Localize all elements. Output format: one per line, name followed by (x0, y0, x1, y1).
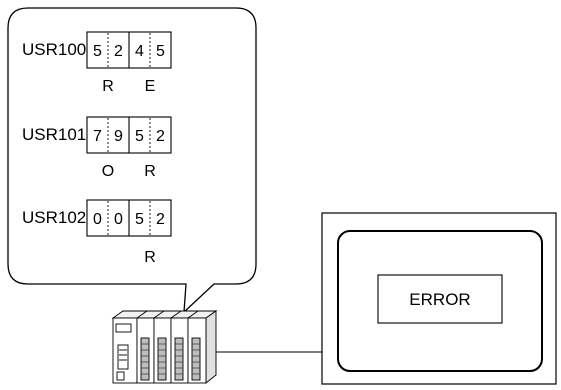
digit: 4 (135, 43, 144, 60)
register-name: USR101 (22, 125, 86, 144)
digit: 5 (93, 43, 102, 60)
display-panel: ERROR (321, 212, 557, 385)
digit: 7 (93, 128, 102, 145)
digit: 9 (114, 128, 123, 145)
digit: 5 (135, 128, 144, 145)
char-code: R (102, 78, 114, 95)
register-row-0: USR100 5 2 4 5 R E (22, 31, 172, 95)
digit: 5 (156, 43, 165, 60)
digit: 2 (156, 211, 165, 228)
register-row-1: USR101 7 9 5 2 O R (22, 116, 172, 180)
digit: 0 (114, 211, 123, 228)
digit: 5 (135, 211, 144, 228)
speech-balloon (7, 7, 257, 314)
char-code: E (145, 78, 156, 95)
plc-icon (111, 310, 218, 384)
char-code: O (102, 163, 114, 180)
char-code: R (144, 249, 156, 266)
digit: 2 (156, 128, 165, 145)
register-name: USR102 (22, 208, 86, 227)
char-code: R (144, 163, 156, 180)
error-message-box (377, 274, 503, 324)
digit: 2 (114, 43, 123, 60)
error-message: ERROR (409, 290, 470, 309)
register-name: USR100 (22, 40, 86, 59)
register-row-2: USR102 0 0 5 2 R (22, 199, 172, 266)
digit: 0 (93, 211, 102, 228)
